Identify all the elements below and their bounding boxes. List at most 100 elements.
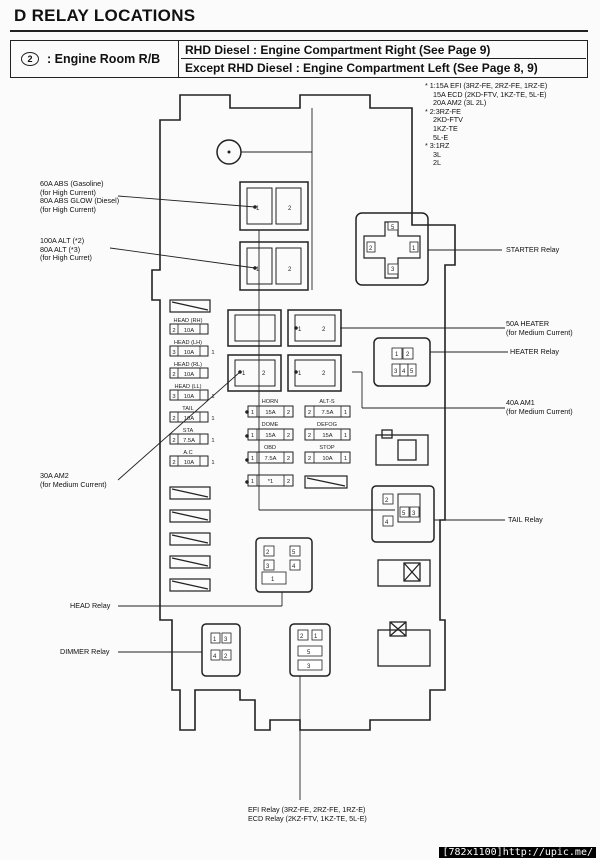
fuse-amp: 10A [184, 394, 194, 400]
fuse-name: DEFOG [317, 422, 337, 428]
svg-text:3: 3 [391, 267, 395, 273]
fuse-name: HEAD (LL) [174, 384, 201, 390]
spare-fuse-slot-mid [304, 475, 348, 489]
svg-text:2: 2 [322, 371, 326, 377]
svg-text:5: 5 [391, 225, 395, 231]
fuse-pin-right: 1 [344, 410, 347, 416]
fuse-amp: 7.5A [183, 438, 195, 444]
callout-heater-fuse: 50A HEATER (for Medium Current) [506, 319, 573, 337]
svg-text:1: 1 [256, 267, 260, 273]
relay-socket-mid-1 [375, 429, 429, 466]
fuse-amp: 10A [322, 456, 332, 462]
svg-text:1: 1 [213, 637, 217, 643]
fuse-name: HEAD (LH) [174, 340, 202, 346]
fuse-pin-left: 2 [172, 328, 175, 334]
location-label: : Engine Room R/B [47, 52, 161, 66]
relay-socket-bottom-right [377, 621, 431, 667]
image-source-tag: [782x1100]http://upic.me/ [439, 847, 596, 858]
svg-text:2: 2 [224, 654, 228, 660]
fuse-name: DOME [262, 422, 279, 428]
fuse-amp: 10A [184, 350, 194, 356]
svg-text:2: 2 [369, 246, 373, 252]
head-relay-socket [255, 537, 313, 593]
svg-text:3: 3 [266, 564, 270, 570]
svg-text:2: 2 [288, 267, 292, 273]
callout-alt: 100A ALT (*2) 80A ALT (*3) (for High Cur… [40, 236, 92, 263]
fuse-amp: 10A [184, 416, 194, 422]
efi-relay-socket [289, 623, 331, 677]
fuse-name: HEAD (RH) [174, 318, 203, 324]
location-table: 2 : Engine Room R/B RHD Diesel : Engine … [10, 40, 588, 78]
svg-text:3: 3 [394, 369, 398, 375]
starter-relay-socket [355, 212, 429, 286]
callout-tail-relay: TAIL Relay [508, 515, 543, 524]
fuse-pin-left: 3 [172, 394, 175, 400]
svg-text:1: 1 [256, 206, 260, 212]
fuse-pin-left: 2 [172, 438, 175, 444]
svg-text:1: 1 [412, 246, 416, 252]
svg-text:2: 2 [300, 634, 304, 640]
callout-head-relay: HEAD Relay [70, 601, 111, 610]
svg-text:3: 3 [224, 637, 228, 643]
fuse-amp: 7.5A [322, 410, 334, 416]
callout-am1: 40A AM1 (for Medium Current) [506, 398, 573, 416]
svg-text:5: 5 [410, 369, 414, 375]
fuse-pin-left: 1 [251, 479, 254, 485]
footnotes: * 1:15A EFI (3RZ-FE, 2RZ-FE, 1RZ-E) 15A … [425, 81, 548, 168]
fuse-pin-right: 1 [344, 433, 347, 439]
svg-text:1: 1 [271, 577, 275, 583]
svg-text:2: 2 [322, 327, 326, 333]
fuse-amp: 15A [265, 433, 275, 439]
fuse-amp: 10A [184, 328, 194, 334]
fuse-pin-right: 1 [211, 416, 214, 422]
fuse-name: OBD [264, 445, 276, 451]
callout-heater-relay: HEATER Relay [510, 347, 559, 356]
svg-text:3: 3 [307, 664, 311, 670]
fuse-pin-left: 2 [308, 433, 311, 439]
fusible-link-abs [239, 181, 309, 231]
svg-text:5: 5 [402, 511, 406, 517]
svg-text:1: 1 [242, 371, 246, 377]
svg-text:2: 2 [266, 550, 270, 556]
spare-fuse-slots-left [169, 299, 211, 592]
fuse-pin-right: 2 [287, 456, 290, 462]
page-title: D RELAY LOCATIONS [14, 6, 196, 25]
svg-text:1: 1 [298, 327, 302, 333]
svg-text:1: 1 [298, 371, 302, 377]
fuse-name: HEAD (RL) [174, 362, 202, 368]
callout-starter-relay: STARTER Relay [506, 245, 560, 254]
location-cell: 2 : Engine Room R/B [11, 41, 179, 77]
callout-dimmer-relay: DIMMER Relay [60, 647, 110, 656]
svg-text:2: 2 [288, 206, 292, 212]
header-rule [10, 30, 588, 32]
tail-relay-socket [371, 485, 435, 543]
callout-efi-relay: EFI Relay (3RZ-FE, 2RZ-FE, 1RZ-E) ECD Re… [248, 805, 367, 823]
fuse-amp: 15A [322, 433, 332, 439]
svg-text:4: 4 [385, 520, 389, 526]
fusible-link-alt [239, 241, 309, 291]
leader-dots [238, 205, 298, 484]
heater-relay-socket [373, 337, 431, 387]
callout-abs: 60A ABS (Gasoline) (for High Current) 80… [40, 179, 120, 214]
leader-lines [109, 108, 508, 800]
callout-am2: 30A AM2 (for Medium Current) [40, 471, 107, 489]
fuse-pin-left: 2 [172, 460, 175, 466]
fuse-amp: 15A [265, 410, 275, 416]
fuse-pin-left: 2 [172, 372, 175, 378]
location-number: 2 [21, 52, 39, 66]
left-fuse: HEAD (RH) 2 10A [169, 318, 209, 335]
fuse-pin-right: 2 [287, 433, 290, 439]
